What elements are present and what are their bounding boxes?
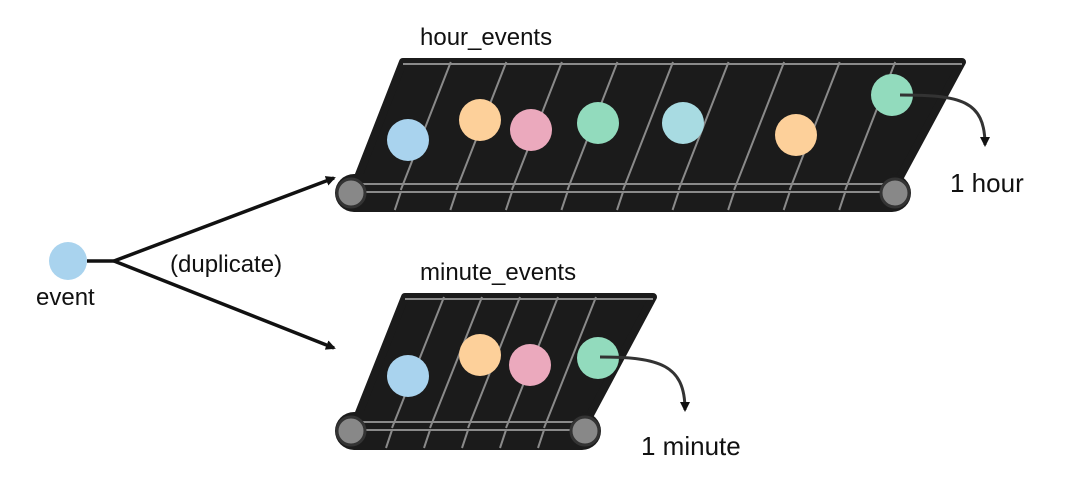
minute-events-slat xyxy=(461,429,469,449)
hour-events-slat xyxy=(616,191,624,211)
hour-events-slat xyxy=(399,61,452,191)
hour-events-slat xyxy=(727,191,736,211)
minute-events-slat xyxy=(499,429,507,449)
minute-expiry-arrow xyxy=(599,355,690,412)
minute-events-buffer xyxy=(335,293,657,450)
duplicate-label: (duplicate) xyxy=(170,251,282,278)
hour-events-event-dot xyxy=(459,99,501,141)
hour-events-buffer xyxy=(335,58,966,212)
minute-window-label: 1 minute xyxy=(641,431,741,461)
hour-events-slat xyxy=(782,191,791,211)
hour-expiry-arrow xyxy=(899,93,990,147)
hour-events-event-dot xyxy=(775,114,817,156)
arrow-to-hour-events xyxy=(113,176,336,263)
hour-events-slat xyxy=(622,61,674,191)
minute-events-event-dot xyxy=(387,355,429,397)
arrow-to-minute-events xyxy=(113,259,336,350)
hour-events-event-dot xyxy=(510,109,552,151)
source-event-dot xyxy=(49,242,87,280)
hour-events-slat xyxy=(393,191,402,211)
hour-events-slat xyxy=(733,61,786,191)
hour-events-roller xyxy=(879,177,911,209)
source-event-label: event xyxy=(36,284,95,311)
hour-events-slat xyxy=(671,191,680,211)
minute-events-slat xyxy=(429,296,483,429)
minute-events-slat xyxy=(423,429,431,449)
hour-events-event-dot xyxy=(662,102,704,144)
hour-events-slat xyxy=(504,191,513,211)
minute-events-roller xyxy=(335,415,367,447)
hour-events-title: hour_events xyxy=(420,24,552,51)
hour-events-event-dot xyxy=(871,74,913,116)
minute-events-slat xyxy=(537,429,545,449)
hour-events-slat xyxy=(838,191,847,211)
minute-events-event-dot xyxy=(577,337,619,379)
fork-arrows xyxy=(87,176,336,350)
minute-events-slat xyxy=(543,296,597,429)
minute-events-roller xyxy=(569,415,601,447)
hour-events-slat xyxy=(449,191,458,211)
minute-events-slat xyxy=(385,429,393,449)
hour-events-event-dot xyxy=(387,119,429,161)
minute-events-title: minute_events xyxy=(420,259,576,286)
hour-events-slat xyxy=(560,191,569,211)
hour-events-event-dot xyxy=(577,102,619,144)
hour-window-label: 1 hour xyxy=(950,168,1024,198)
minute-events-event-dot xyxy=(509,344,551,386)
hour-events-roller xyxy=(335,177,367,209)
minute-events-event-dot xyxy=(459,334,501,376)
